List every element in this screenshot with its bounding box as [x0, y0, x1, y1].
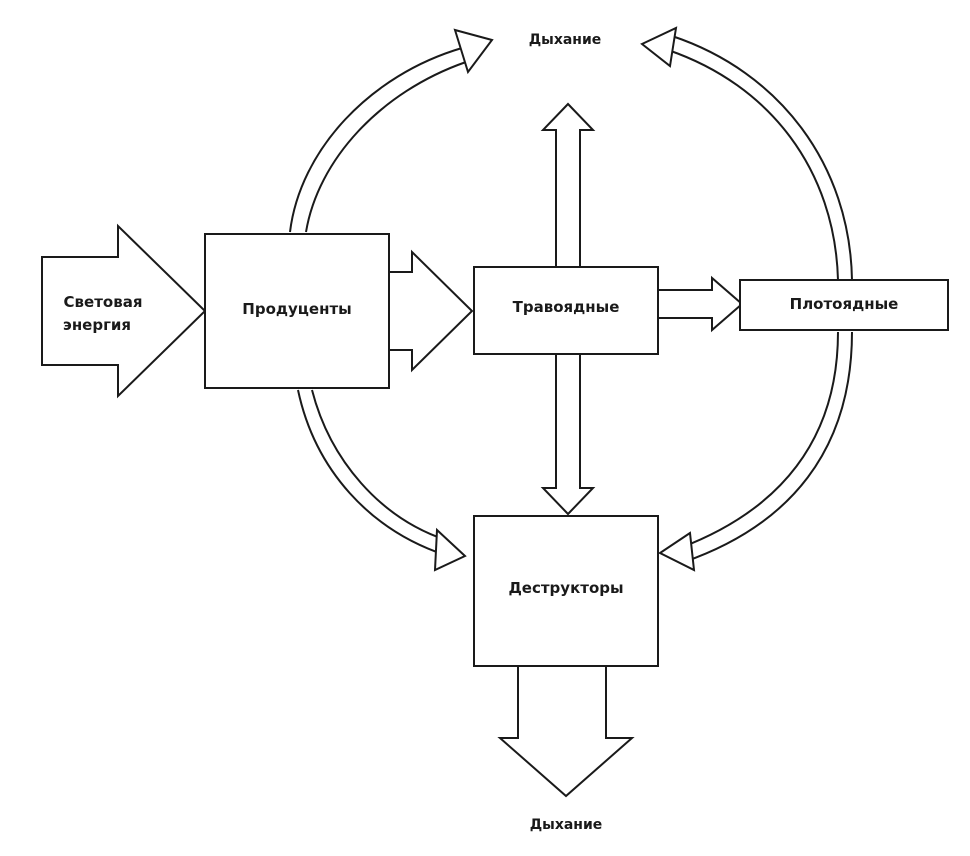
decomposers-node: Деструкторы: [473, 515, 659, 667]
decomposers-label: Деструкторы: [508, 579, 623, 597]
producers-label: Продуценты: [242, 300, 351, 318]
respiration-arc-top-left: [289, 28, 494, 233]
carnivores-node: Плотоядные: [739, 279, 949, 331]
carnivores-label: Плотоядные: [790, 295, 899, 313]
light-energy-label-line2: энергия: [63, 316, 131, 334]
decomposers-respiration-arrow: [497, 665, 635, 798]
light-energy-label-line1: Световая: [64, 293, 143, 311]
arrow-herbivores-to-carnivores: [657, 275, 744, 333]
arrow-producers-to-herbivores: [388, 249, 474, 373]
respiration-arc-top-right: [640, 26, 853, 281]
herbivores-label: Травоядные: [513, 298, 620, 316]
flow-arc-producers-to-decomposers: [297, 389, 467, 572]
light-energy-arrow: Световая энергия: [41, 223, 207, 399]
producers-node: Продуценты: [204, 233, 390, 389]
respiration-label-top: Дыхание: [529, 32, 602, 48]
herbivores-node: Травоядные: [473, 266, 659, 355]
herbivores-vertical-arrows: [540, 102, 596, 516]
respiration-label-bottom: Дыхание: [530, 817, 603, 833]
flow-arc-carnivores-to-decomposers: [658, 331, 853, 572]
